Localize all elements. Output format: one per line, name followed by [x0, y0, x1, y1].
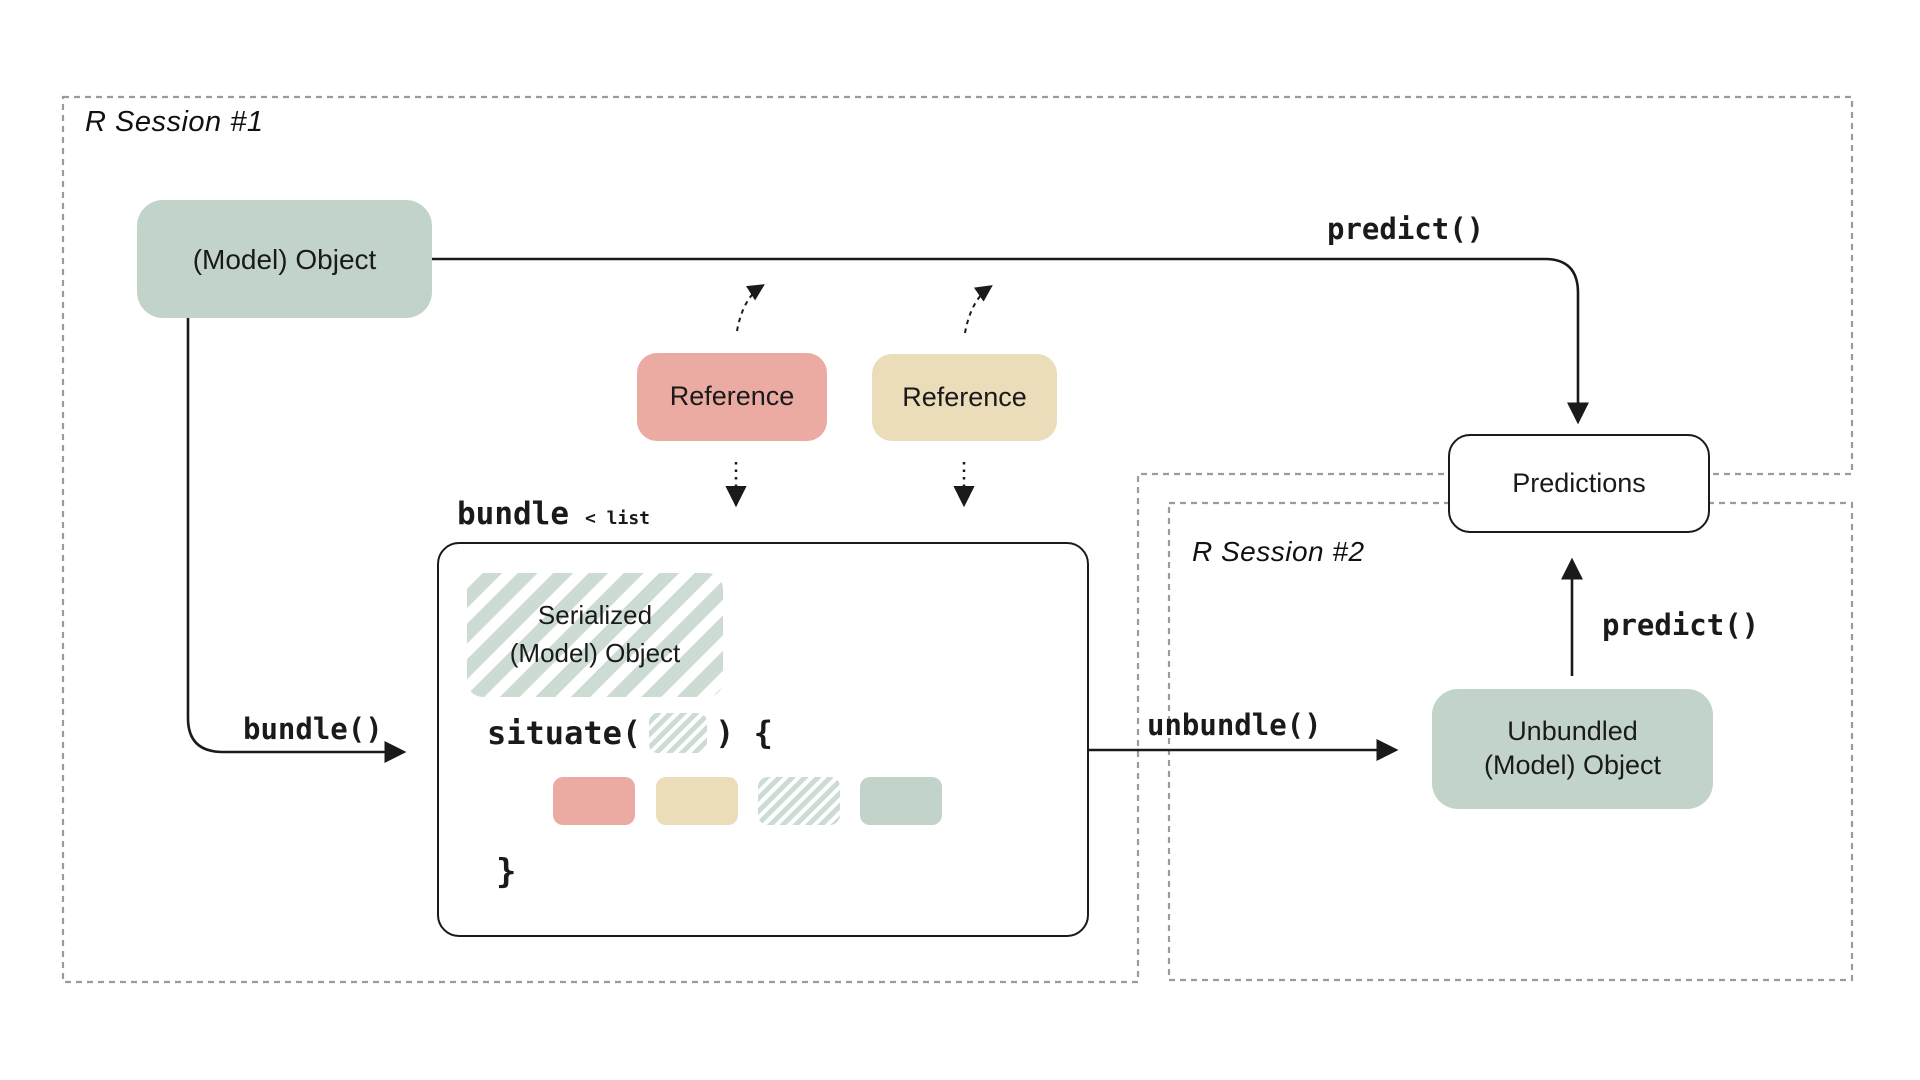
serialized-label-line1: Serialized: [537, 600, 653, 631]
situate-open: situate(: [487, 714, 642, 752]
bundle-title: bundle < list: [457, 496, 650, 532]
unbundle-fn-label: unbundle(): [1147, 708, 1322, 742]
bundle-chip-red: [553, 777, 635, 825]
situate-close: ) {: [715, 714, 773, 752]
bundle-title-type: < list: [584, 508, 651, 529]
reference-tan-label: Reference: [902, 381, 1027, 412]
reference-red-node: Reference: [637, 353, 827, 441]
situate-arg-hatched-chip: [649, 713, 708, 753]
serialized-label-line2: (Model) Object: [509, 638, 681, 668]
bundle-fn-label: bundle(): [243, 712, 383, 746]
session2-label: R Session #2: [1192, 536, 1365, 567]
model-object-node: (Model) Object: [137, 200, 432, 318]
predictions-label: Predictions: [1512, 467, 1646, 498]
reference-red-up-arrow: [736, 284, 765, 332]
unbundled-model-object-node: Unbundled (Model) Object: [1432, 689, 1713, 809]
bundle-chip-green: [860, 777, 942, 825]
predict-right-label: predict(): [1602, 608, 1760, 642]
bundle-chip-tan: [656, 777, 738, 825]
bundle-chip-hatched: [758, 777, 840, 825]
unbundled-label-line2: (Model) Object: [1483, 750, 1662, 780]
predict-top-label: predict(): [1327, 212, 1485, 246]
model-object-label: (Model) Object: [192, 243, 377, 275]
situate-close-brace: }: [496, 852, 517, 892]
reference-tan-node: Reference: [872, 354, 1057, 441]
session1-label: R Session #1: [85, 106, 264, 138]
predict-top-arrow: [432, 257, 1590, 425]
predictions-node: Predictions: [1448, 434, 1710, 533]
bundle-title-name: bundle: [457, 496, 569, 532]
reference-tan-up-arrow: [964, 285, 993, 334]
bundle-arrow: [186, 318, 407, 764]
situate-code-line: situate( ) {: [487, 710, 773, 756]
reference-red-label: Reference: [669, 381, 795, 412]
serialized-model-object-node: Serialized (Model) Object: [467, 573, 723, 697]
unbundled-label-line1: Unbundled: [1507, 716, 1638, 747]
